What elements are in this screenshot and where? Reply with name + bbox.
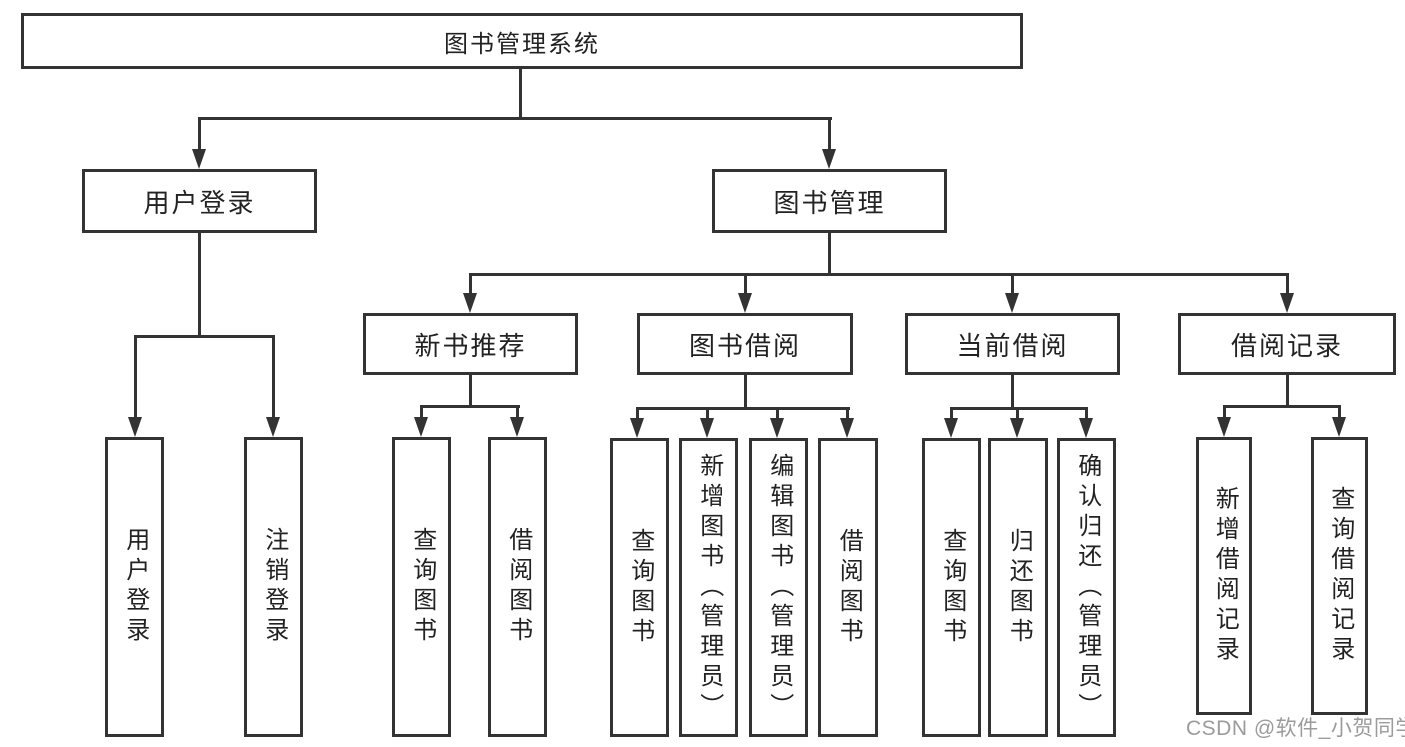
leaf-return-books: 归还图书 bbox=[988, 438, 1048, 737]
connector-drop-user bbox=[198, 118, 201, 152]
connector-user-hline bbox=[134, 335, 275, 338]
connector-drop bbox=[1011, 274, 1014, 295]
connector-bookmgmt-stem bbox=[828, 233, 831, 275]
connector-drop-bookmgmt bbox=[828, 118, 831, 152]
leaf-query-borrow-record: 查询借阅记录 bbox=[1311, 437, 1368, 715]
connector-current-stem bbox=[1011, 375, 1014, 409]
leaf-query-books-recommend: 查询图书 bbox=[392, 437, 451, 737]
connector-drop bbox=[950, 408, 953, 420]
arrow-down-icon bbox=[738, 293, 752, 313]
connector-drop bbox=[1085, 408, 1088, 420]
leaf-query-books-current: 查询图书 bbox=[922, 438, 981, 737]
connector-records-hline bbox=[1223, 405, 1341, 408]
arrow-down-icon bbox=[840, 418, 854, 438]
leaf-edit-books-admin: 编辑图书（管理员） bbox=[749, 438, 808, 737]
connector-drop bbox=[1016, 408, 1019, 420]
node-book-borrowing: 图书借阅 bbox=[637, 313, 853, 375]
arrow-down-icon bbox=[1079, 418, 1093, 438]
connector-borrowing-stem bbox=[744, 375, 747, 409]
arrow-down-icon bbox=[463, 293, 477, 313]
connector-drop bbox=[272, 336, 275, 419]
arrow-down-icon bbox=[1217, 417, 1231, 437]
connector-drop bbox=[134, 336, 137, 419]
leaf-borrow-books: 借阅图书 bbox=[818, 438, 878, 737]
connector-records-stem bbox=[1286, 375, 1289, 407]
arrow-down-icon bbox=[1005, 293, 1019, 313]
csdn-watermark: CSDN @软件_小贺同学 bbox=[1186, 717, 1405, 740]
leaf-confirm-return-admin: 确认归还（管理员） bbox=[1057, 438, 1116, 737]
arrow-down-icon bbox=[1010, 418, 1024, 438]
leaf-user-login: 用户登录 bbox=[105, 437, 164, 737]
arrow-down-icon bbox=[192, 149, 206, 169]
leaf-logout: 注销登录 bbox=[244, 437, 303, 737]
arrow-down-icon bbox=[770, 418, 784, 438]
node-borrow-records: 借阅记录 bbox=[1178, 313, 1396, 375]
connector-drop bbox=[636, 408, 639, 420]
connector-drop bbox=[706, 408, 709, 420]
arrow-down-icon bbox=[822, 149, 836, 169]
leaf-borrow-books-recommend: 借阅图书 bbox=[488, 437, 547, 737]
connector-newbooks-stem bbox=[469, 375, 472, 407]
connector-drop bbox=[469, 274, 472, 295]
connector-borrowing-hline bbox=[636, 407, 850, 410]
connector-drop bbox=[1223, 406, 1226, 419]
connector-root-hline bbox=[198, 117, 832, 120]
node-root: 图书管理系统 bbox=[21, 13, 1023, 69]
leaf-add-borrow-record: 新增借阅记录 bbox=[1196, 437, 1252, 715]
leaf-query-books-borrowing: 查询图书 bbox=[610, 438, 669, 737]
arrow-down-icon bbox=[700, 418, 714, 438]
node-user-login: 用户登录 bbox=[82, 169, 317, 233]
arrow-down-icon bbox=[510, 417, 524, 437]
node-new-books: 新书推荐 bbox=[363, 313, 578, 375]
connector-drop bbox=[846, 408, 849, 420]
connector-root-stem bbox=[519, 69, 522, 120]
connector-drop bbox=[516, 406, 519, 419]
connector-drop bbox=[1338, 406, 1341, 419]
arrow-down-icon bbox=[630, 418, 644, 438]
connector-drop bbox=[420, 406, 423, 419]
arrow-down-icon bbox=[944, 418, 958, 438]
connector-user-stem bbox=[198, 233, 201, 337]
arrow-down-icon bbox=[414, 417, 428, 437]
node-current-borrowing: 当前借阅 bbox=[905, 313, 1120, 375]
arrow-down-icon bbox=[128, 417, 142, 437]
node-book-management: 图书管理 bbox=[712, 169, 947, 233]
connector-drop bbox=[744, 274, 747, 295]
connector-newbooks-hline bbox=[420, 405, 520, 408]
arrow-down-icon bbox=[1332, 417, 1346, 437]
connector-drop bbox=[776, 408, 779, 420]
connector-current-hline bbox=[950, 407, 1088, 410]
connector-bookmgmt-hline bbox=[469, 273, 1289, 276]
arrow-down-icon bbox=[1280, 293, 1294, 313]
connector-drop bbox=[1286, 274, 1289, 295]
arrow-down-icon bbox=[266, 417, 280, 437]
leaf-add-books-admin: 新增图书（管理员） bbox=[679, 438, 738, 737]
